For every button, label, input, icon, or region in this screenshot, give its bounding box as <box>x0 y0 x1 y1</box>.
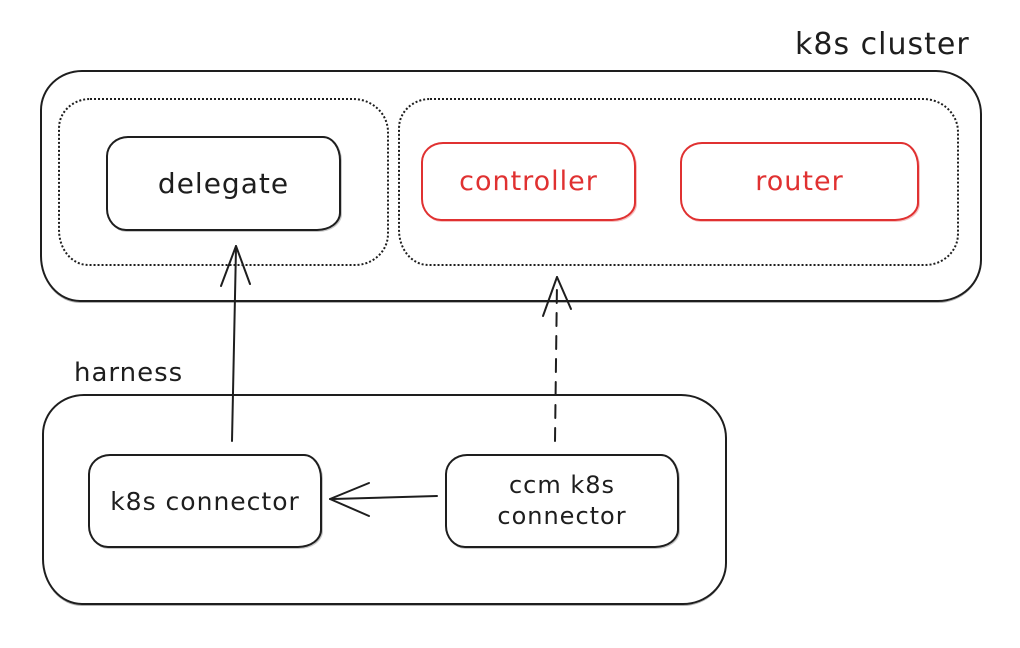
router-label: router <box>755 166 844 197</box>
router-node: router <box>680 142 919 221</box>
harness-box <box>42 394 727 605</box>
k8s-cluster-label: k8s cluster <box>795 27 970 62</box>
delegate-label: delegate <box>157 167 290 200</box>
delegate-node: delegate <box>106 136 341 231</box>
k8s-connector-label: k8s connector <box>110 486 300 516</box>
ccm-k8s-connector-label-line1: ccm k8s <box>508 470 616 499</box>
controller-router-dotted-group <box>398 98 959 266</box>
controller-label: controller <box>459 166 598 197</box>
k8s-cluster-box <box>40 70 982 302</box>
controller-node: controller <box>421 142 636 221</box>
harness-label: harness <box>74 358 184 388</box>
ccm-k8s-connector-node: ccm k8s connector <box>445 454 679 548</box>
k8s-connector-node: k8s connector <box>88 454 322 548</box>
ccm-k8s-connector-label-line2: connector <box>497 502 627 530</box>
